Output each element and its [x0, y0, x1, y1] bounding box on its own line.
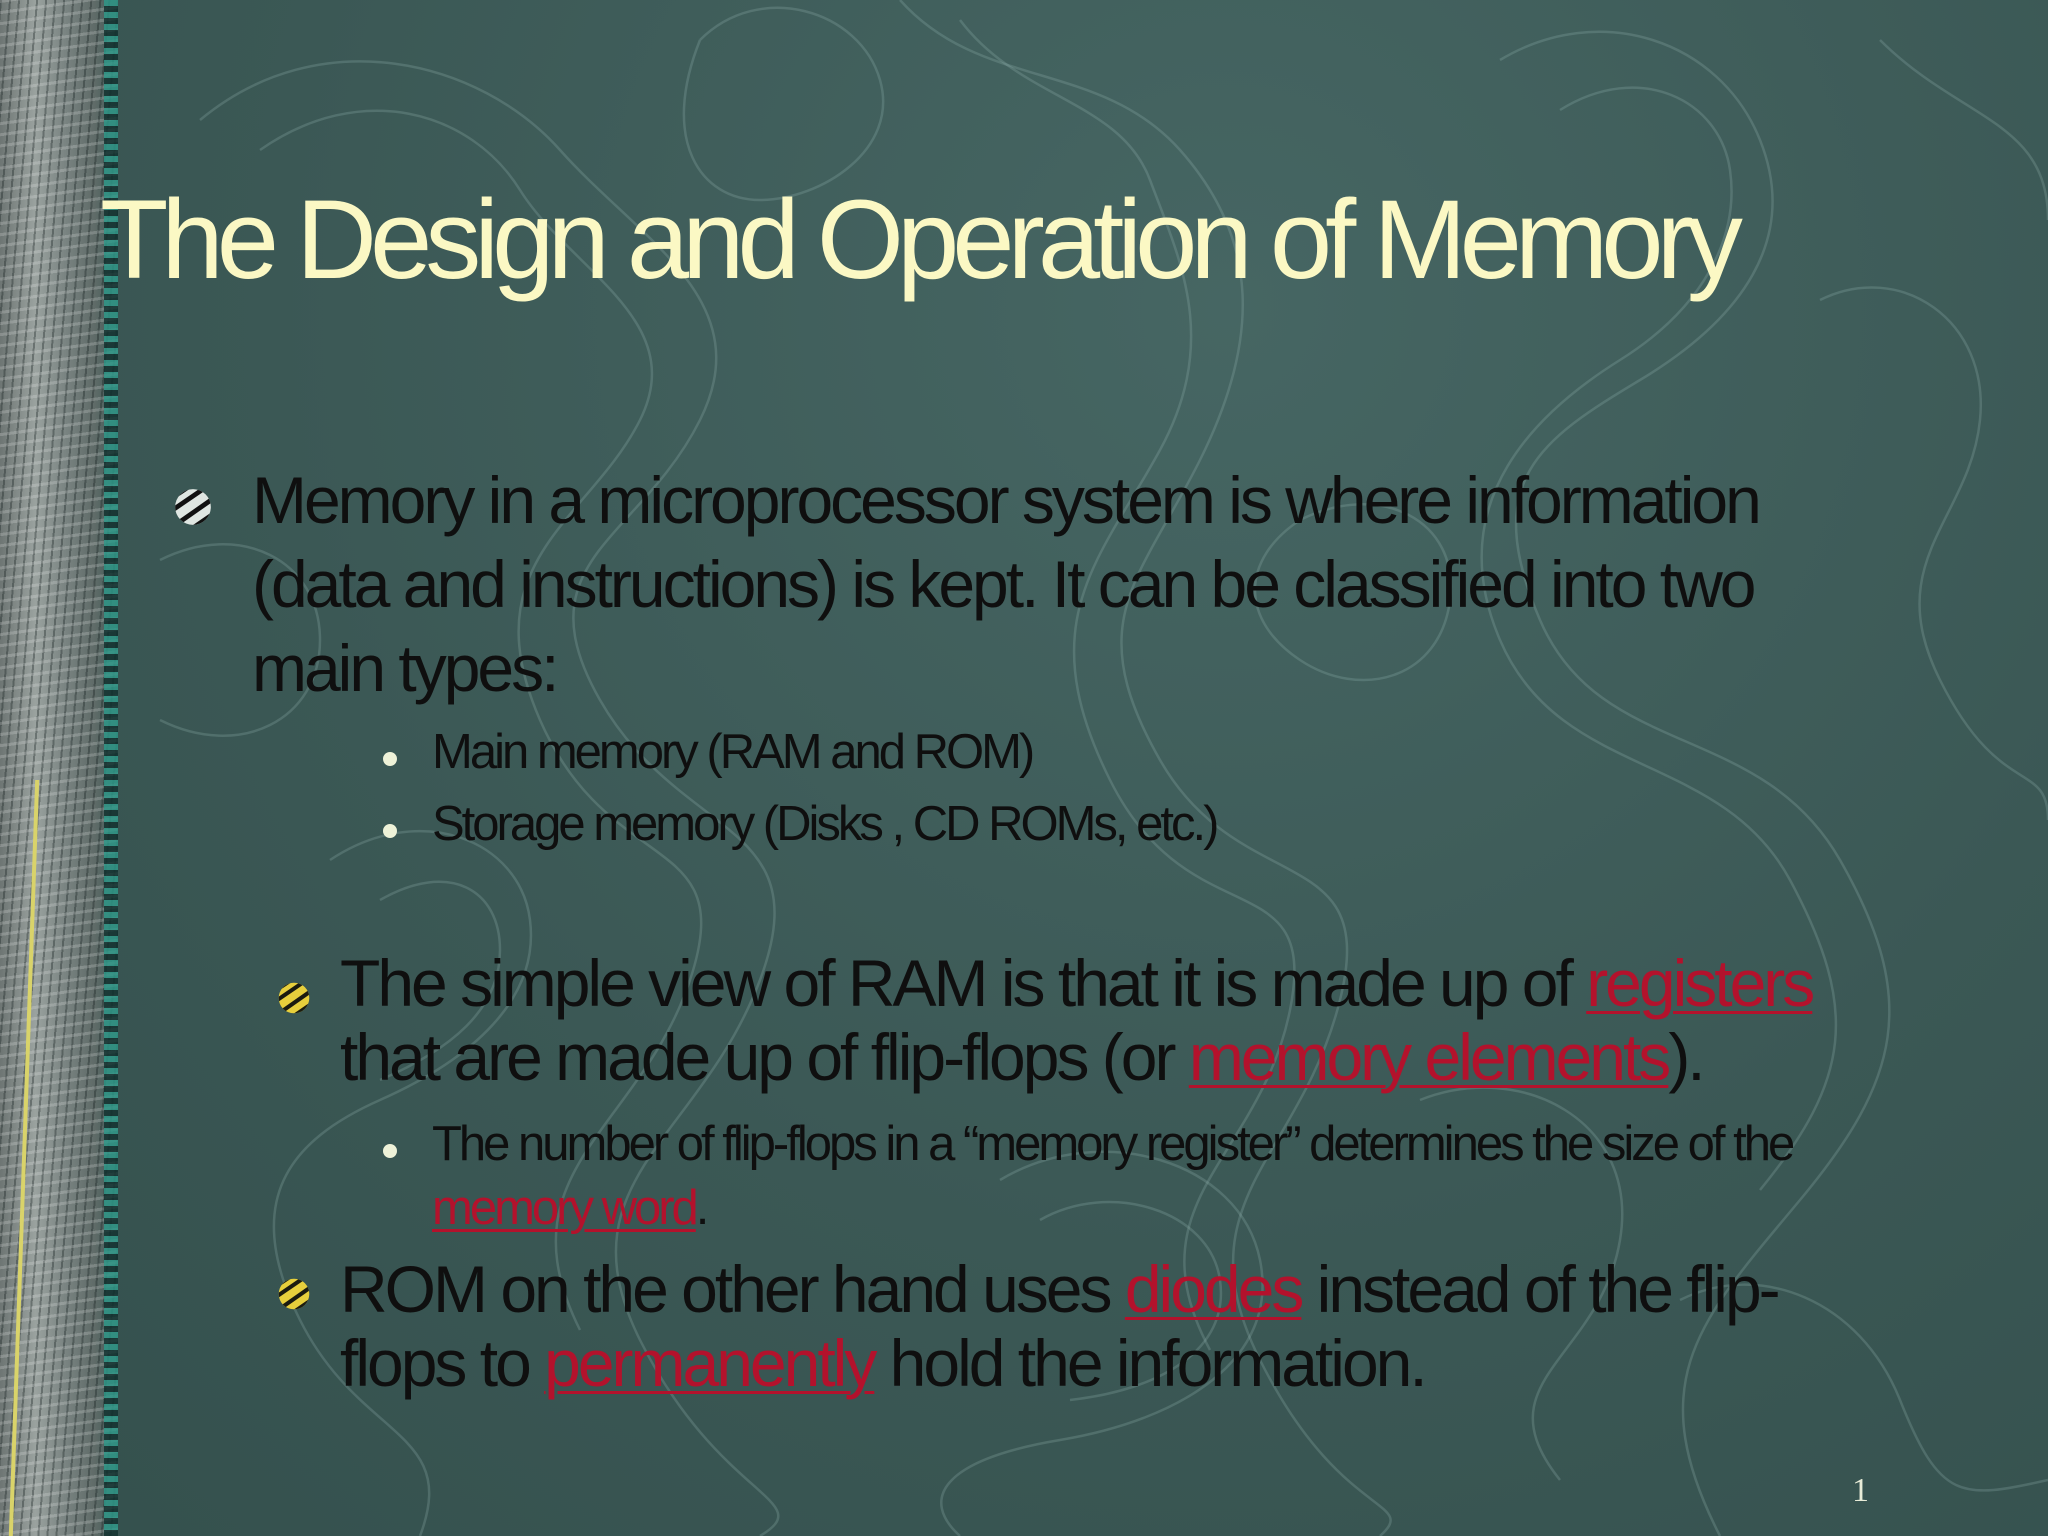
bullet-ram-view-text-1: The simple view of RAM is that it is mad…: [340, 946, 1587, 1020]
side-strip-yellow-line: [8, 780, 40, 1536]
bullet-ram-view: The simple view of RAM is that it is mad…: [340, 946, 1900, 1094]
sub-bullet-memory-word-text-1: The number of flip-flops in a “memory re…: [432, 1117, 1795, 1171]
bullet-ram-view-text-2: that are made up of flip-flops (or: [340, 1020, 1189, 1094]
bullet-rom-diodes-text-2: instead of the flip-flops to: [340, 1252, 1781, 1400]
side-strip-edge: [104, 0, 118, 1536]
sub-bullet-storage-memory: Storage memory (Disks , CD ROMs, etc.): [432, 797, 1219, 851]
link-registers[interactable]: registers: [1586, 946, 1815, 1020]
bullet-rom-diodes-text-3: hold the information.: [874, 1326, 1428, 1400]
bullet-memory-definition: Memory in a microprocessor system is whe…: [252, 463, 1762, 705]
link-memory-word[interactable]: memory word: [432, 1181, 699, 1235]
striped-sphere-icon: [175, 489, 211, 525]
bullet-rom-diodes: ROM on the other hand uses diodes instea…: [340, 1252, 1860, 1400]
link-permanently[interactable]: permanently: [544, 1326, 877, 1400]
gold-striped-sphere-icon: [278, 982, 310, 1014]
gold-striped-sphere-icon: [278, 1278, 310, 1310]
dot-icon: [383, 824, 397, 838]
side-decoration-strip: [0, 0, 118, 1536]
slide-title: The Design and Operation of Memory: [100, 177, 1743, 302]
page-number: 1: [1852, 1472, 1869, 1509]
bullet-rom-diodes-text-1: ROM on the other hand uses: [340, 1252, 1125, 1326]
sub-bullet-main-memory: Main memory (RAM and ROM): [432, 725, 1035, 779]
dot-icon: [383, 752, 397, 766]
sub-bullet-memory-word-text-2: .: [695, 1181, 710, 1235]
sub-bullet-memory-word: The number of flip-flops in a “memory re…: [432, 1112, 1862, 1240]
bullet-ram-view-text-3: ).: [1668, 1020, 1705, 1094]
link-diodes[interactable]: diodes: [1124, 1252, 1304, 1326]
link-memory-elements[interactable]: memory elements: [1188, 1020, 1671, 1094]
dot-icon: [383, 1144, 397, 1158]
